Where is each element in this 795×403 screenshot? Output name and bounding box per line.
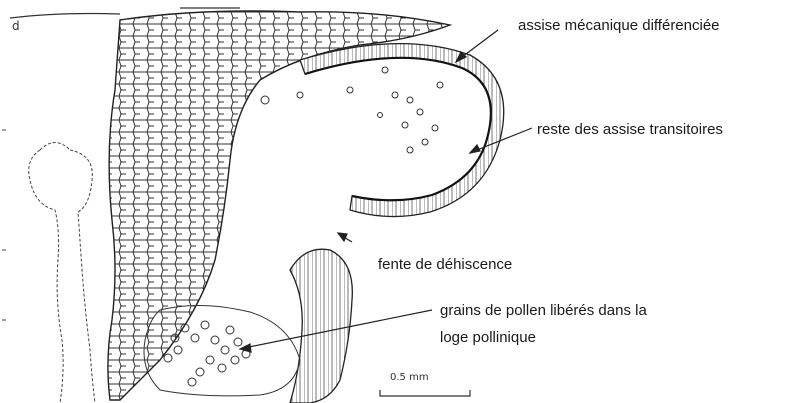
upper-pollen-sac-wall bbox=[300, 44, 504, 217]
label-assise-mecanique: assise mécanique différenciée bbox=[518, 16, 720, 36]
arrowhead-reste bbox=[470, 145, 480, 153]
corner-mark: d bbox=[12, 19, 20, 33]
label-grains-pollen: grains de pollen libérés dans la loge po… bbox=[440, 301, 647, 348]
label-grains-line2: loge pollinique bbox=[440, 328, 647, 348]
arrowhead-grains bbox=[240, 344, 251, 352]
arrowhead-fente bbox=[338, 233, 347, 241]
connective-outline bbox=[29, 150, 63, 403]
label-reste-assise: reste des assise transitoires bbox=[537, 120, 723, 140]
connective-outline-right bbox=[70, 150, 95, 403]
upper-pollen-grains bbox=[261, 67, 443, 153]
label-fente-dehiscence: fente de déhiscence bbox=[378, 255, 512, 275]
scale-bar bbox=[380, 390, 470, 396]
scale-bar-text: 0.5 mm bbox=[390, 372, 429, 383]
left-margin-ticks bbox=[2, 130, 6, 320]
connective-top-loop bbox=[40, 143, 70, 151]
lower-pollen-sac-wall bbox=[290, 249, 352, 403]
label-grains-line1: grains de pollen libérés dans la bbox=[440, 301, 647, 321]
